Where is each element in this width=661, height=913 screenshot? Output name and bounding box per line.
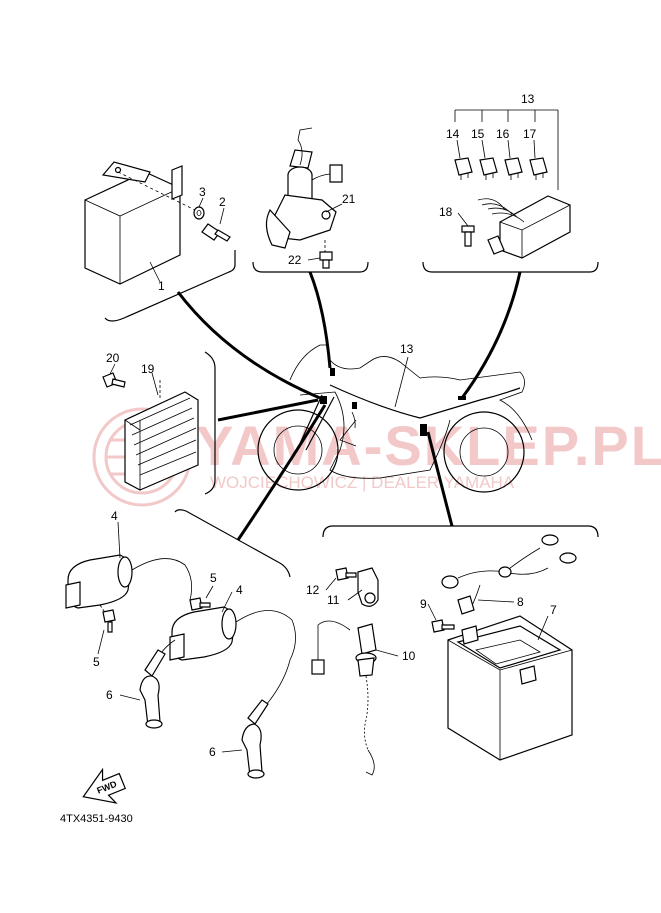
leader-battery <box>426 431 454 527</box>
part-label-1: 1 <box>158 279 165 293</box>
screw-icon <box>461 225 475 247</box>
part-label-9: 9 <box>420 597 427 611</box>
part-label-13a: 13 <box>521 92 535 106</box>
part-labels: 1 2 3 4 4 5 5 6 6 7 8 9 10 11 12 13 13 1… <box>93 92 557 759</box>
wire-harness-route <box>329 384 521 419</box>
label-leaders <box>97 139 549 753</box>
fuse-icon <box>504 157 523 180</box>
part-label-10: 10 <box>402 649 416 663</box>
part-label-17: 17 <box>523 127 537 141</box>
part-label-19: 19 <box>141 362 155 376</box>
bolt-icon <box>102 372 126 388</box>
group-brackets <box>104 250 599 578</box>
bolt-icon <box>189 597 211 611</box>
leader-fuse-box <box>460 271 522 399</box>
leader-main-switch <box>308 271 332 369</box>
part-label-2: 2 <box>219 195 226 209</box>
battery-cable-icon <box>441 534 577 615</box>
front-wheel <box>257 409 339 491</box>
main-switch-icon <box>265 127 343 252</box>
leader-rectifier <box>217 398 319 422</box>
part-label-4b: 4 <box>236 583 243 597</box>
leader-coils <box>236 404 327 541</box>
bracket-fuse-box <box>422 261 599 273</box>
bracket-coils <box>174 509 291 578</box>
part-label-3: 3 <box>199 185 206 199</box>
part-label-13b: 13 <box>400 342 414 356</box>
part-label-16: 16 <box>496 127 510 141</box>
fuse-box-group <box>454 109 571 259</box>
part-label-12: 12 <box>306 583 320 597</box>
rectifier-regulator-icon <box>124 380 199 491</box>
part-label-21: 21 <box>342 192 356 206</box>
bolt-icon <box>201 223 231 242</box>
part-label-7: 7 <box>550 603 557 617</box>
ignition-coil-icon <box>169 606 296 701</box>
part-label-5b: 5 <box>210 571 217 585</box>
bracket-main-switch <box>252 261 369 273</box>
fuse-icon <box>529 157 548 180</box>
part-label-22: 22 <box>288 253 302 267</box>
part-label-6a: 6 <box>106 688 113 702</box>
part-label-20: 20 <box>106 351 120 365</box>
spark-plug-cap-icon <box>241 699 271 779</box>
cdi-unit-icon <box>84 161 196 285</box>
fwd-arrow-icon: FWD <box>82 767 127 804</box>
bolt-icon <box>102 609 116 633</box>
bolt-icon <box>319 251 333 269</box>
part-label-4a: 4 <box>111 509 118 523</box>
bracket-battery <box>322 525 599 538</box>
fuse-icon <box>454 157 473 180</box>
fuse-icon <box>479 157 498 180</box>
part-label-11: 11 <box>327 593 340 607</box>
part-label-18: 18 <box>439 205 453 219</box>
ignition-coil-icon <box>65 554 193 621</box>
bracket-rectifier <box>204 351 216 495</box>
part-label-15: 15 <box>471 127 485 141</box>
spark-plug-cap-icon <box>139 639 176 729</box>
part-label-8: 8 <box>517 595 524 609</box>
part-label-14: 14 <box>446 127 460 141</box>
rear-wheel <box>443 411 525 493</box>
motorcycle-outline <box>257 344 533 493</box>
watermark: YAMA-SKLEP.PL WOJCIECHOWICZ | DEALER YAM… <box>92 407 661 507</box>
fuse-box-icon <box>477 195 571 259</box>
leader-cdi <box>176 291 321 400</box>
watermark-main-text: YAMA-SKLEP.PL <box>196 414 661 477</box>
screw-icon <box>335 567 357 581</box>
part-label-5a: 5 <box>93 655 100 669</box>
bracket-icon <box>357 567 379 607</box>
switch-icon <box>311 620 377 776</box>
washer-icon <box>193 206 205 220</box>
part-label-6b: 6 <box>209 745 216 759</box>
diagram-code: 4TX4351-9430 <box>60 813 133 825</box>
battery-icon <box>447 615 573 761</box>
bracket-cdi <box>104 250 236 322</box>
leader-lines <box>176 271 522 541</box>
bolt-icon <box>431 619 455 633</box>
